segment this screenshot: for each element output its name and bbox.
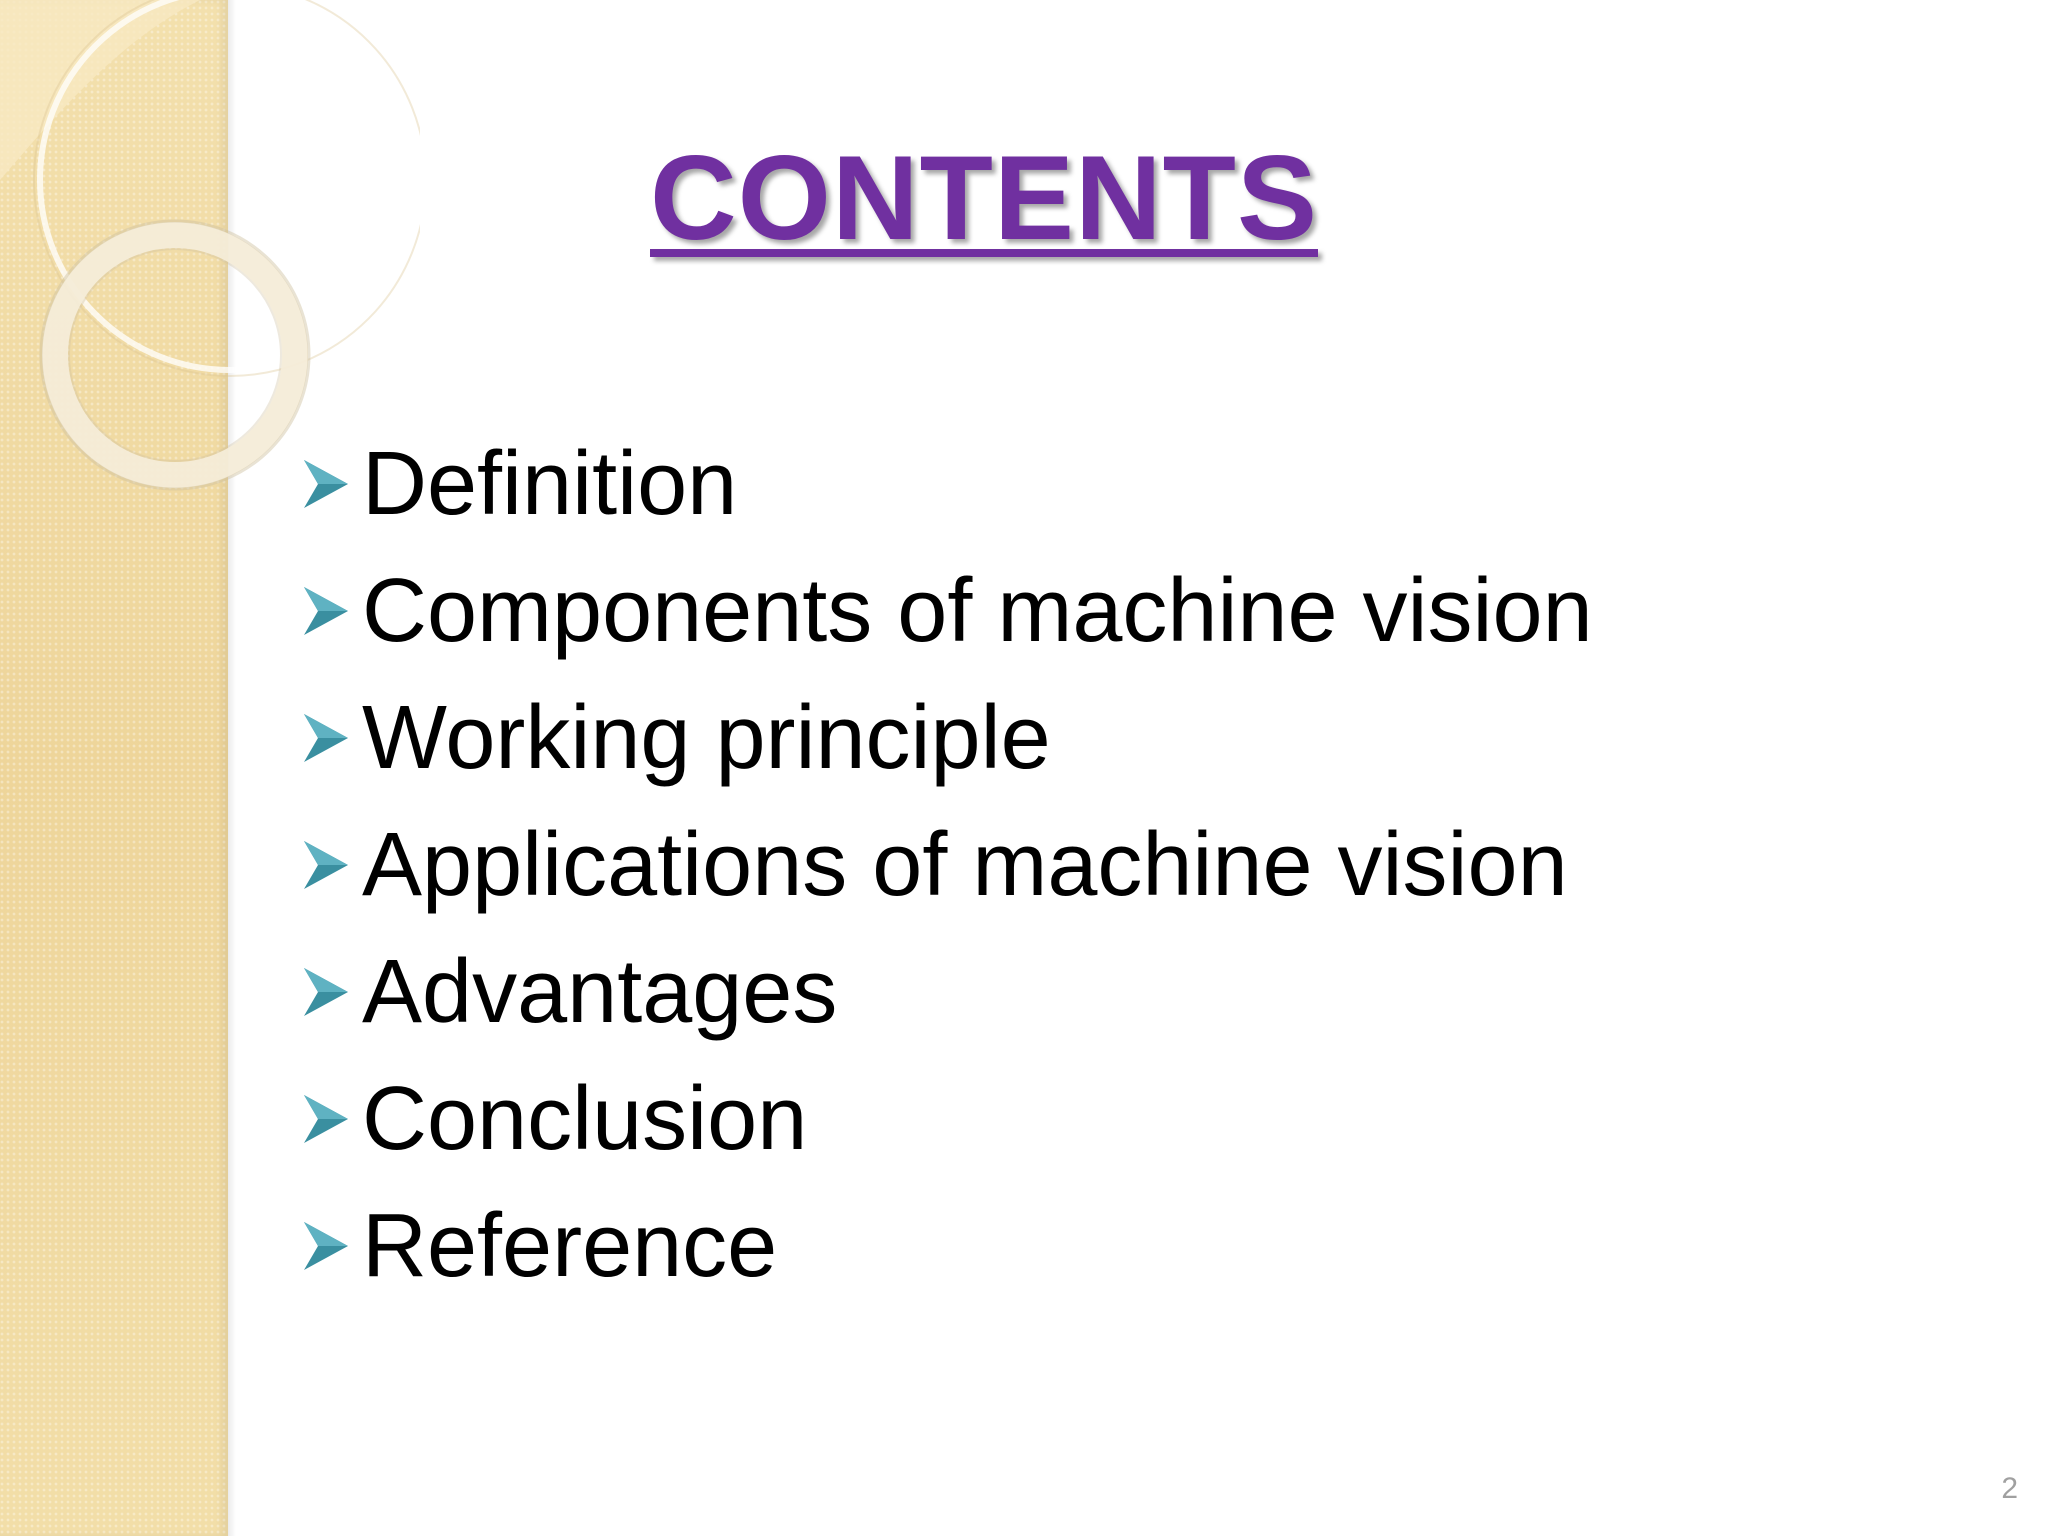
- list-item-label: Applications of machine vision: [362, 814, 1568, 915]
- arrow-bullet-icon: [304, 840, 348, 889]
- arrow-bullet-icon: [304, 1094, 348, 1143]
- list-item: Reference: [300, 1182, 1593, 1309]
- list-item-label: Definition: [362, 433, 738, 534]
- list-item: Working principle: [300, 674, 1593, 801]
- slide-title: CONTENTS: [650, 131, 1318, 265]
- list-item-label: Working principle: [362, 687, 1051, 788]
- contents-list: Definition Components of machine vision …: [300, 420, 1593, 1309]
- arrow-bullet-icon: [304, 459, 348, 508]
- list-item: Applications of machine vision: [300, 801, 1593, 928]
- slide-number: 2: [2001, 1472, 2018, 1505]
- list-item: Conclusion: [300, 1055, 1593, 1182]
- list-item: Components of machine vision: [300, 547, 1593, 674]
- decorative-side-band: [0, 0, 228, 1536]
- list-item-label: Conclusion: [362, 1068, 808, 1169]
- list-item-label: Components of machine vision: [362, 560, 1593, 661]
- list-item: Advantages: [300, 928, 1593, 1055]
- arrow-bullet-icon: [304, 586, 348, 635]
- list-item-label: Advantages: [362, 941, 838, 1042]
- list-item: Definition: [300, 420, 1593, 547]
- arrow-bullet-icon: [304, 967, 348, 1016]
- list-item-label: Reference: [362, 1195, 778, 1296]
- side-band-shadow: [228, 0, 236, 1536]
- arrow-bullet-icon: [304, 713, 348, 762]
- arrow-bullet-icon: [304, 1221, 348, 1270]
